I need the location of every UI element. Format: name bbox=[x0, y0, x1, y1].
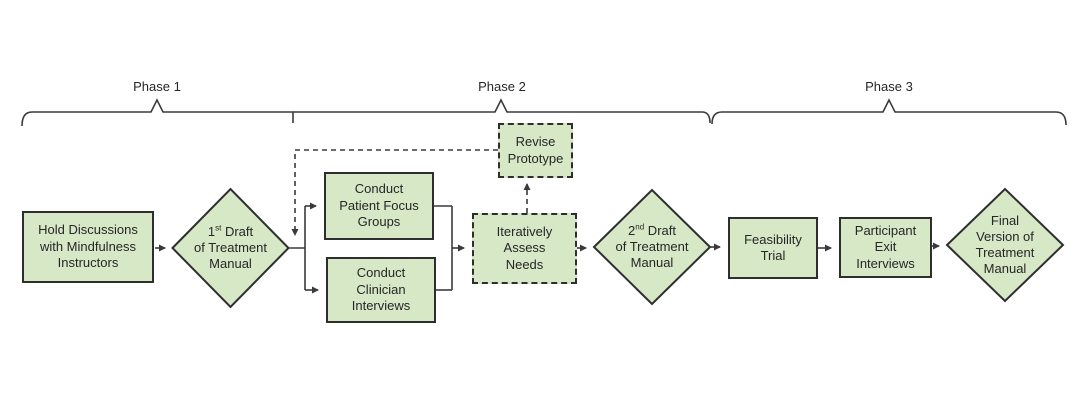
phase2-label: Phase 2 bbox=[478, 79, 526, 94]
node-assess-needs: Iteratively Assess Needs bbox=[472, 213, 577, 284]
node-assess-needs-label: Iteratively Assess Needs bbox=[496, 223, 553, 272]
phase3-label: Phase 3 bbox=[865, 79, 913, 94]
node-clinician-interviews-label: Conduct Clinician Interviews bbox=[351, 265, 411, 314]
phase1-brace bbox=[21, 98, 294, 127]
phase2-brace bbox=[293, 98, 711, 124]
feedback-revise-to-flow bbox=[291, 149, 498, 236]
node-hold-discussions: Hold Discussions with Mindfulness Instru… bbox=[22, 211, 154, 283]
node-participant-exit: Participant Exit Interviews bbox=[839, 217, 932, 278]
node-clinician-interviews: Conduct Clinician Interviews bbox=[326, 257, 436, 323]
node-participant-exit-label: Participant Exit Interviews bbox=[854, 222, 917, 271]
phase1-label: Phase 1 bbox=[133, 79, 181, 94]
node-feasibility-trial: Feasibility Trial bbox=[728, 217, 818, 279]
phase3-brace bbox=[711, 98, 1067, 126]
node-revise-prototype: Revise Prototype bbox=[498, 123, 573, 178]
node-hold-discussions-label: Hold Discussions with Mindfulness Instru… bbox=[38, 222, 138, 271]
first-draft-diamond bbox=[171, 187, 290, 309]
node-revise-prototype-label: Revise Prototype bbox=[507, 134, 564, 166]
final-version-diamond bbox=[945, 187, 1065, 303]
node-patient-focus-groups: Conduct Patient Focus Groups bbox=[324, 172, 434, 240]
node-feasibility-trial-label: Feasibility Trial bbox=[744, 231, 802, 264]
node-patient-focus-groups-label: Conduct Patient Focus Groups bbox=[339, 181, 419, 230]
second-draft-diamond bbox=[592, 188, 712, 306]
